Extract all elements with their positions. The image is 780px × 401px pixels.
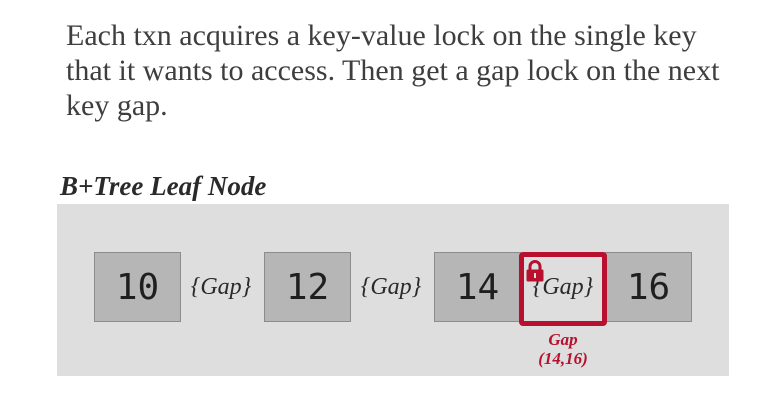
key-cell: 10: [94, 252, 181, 322]
key-cell: 16: [605, 252, 692, 322]
leaf-node-panel: 10 {Gap} 12 {Gap} 14 {Gap} 16 Gap (14,16…: [57, 204, 729, 376]
description-text: Each txn acquires a key-value lock on th…: [66, 19, 720, 122]
gap-lock-highlight: [519, 252, 607, 326]
lock-icon: [526, 260, 544, 282]
section-title: B+Tree Leaf Node: [60, 171, 267, 201]
key-cell: 14: [434, 252, 521, 322]
gap-label: {Gap}: [360, 273, 422, 300]
locked-gap-label: Gap (14,16): [517, 330, 609, 368]
locked-gap-label-line2: (14,16): [538, 349, 588, 368]
gap-label: {Gap}: [190, 273, 252, 300]
key-cell: 12: [264, 252, 351, 322]
locked-gap-label-line1: Gap: [548, 330, 578, 349]
